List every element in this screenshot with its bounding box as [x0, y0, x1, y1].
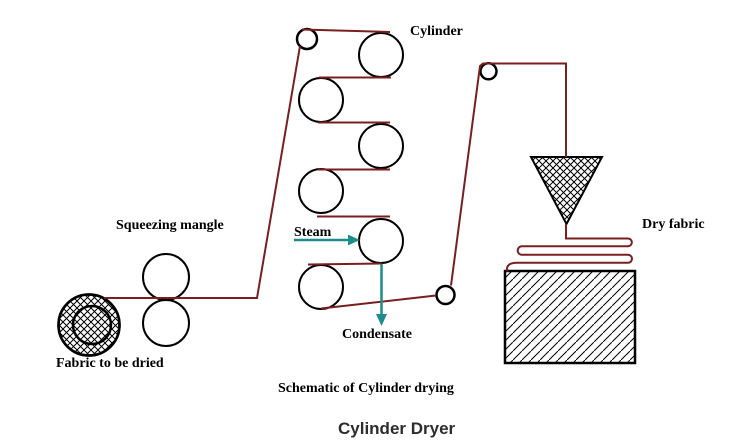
- guide-rollers: [295, 27, 498, 306]
- drying-cylinder-4: [298, 168, 344, 214]
- diagram-caption: Schematic of Cylinder drying: [278, 381, 454, 396]
- guide-roller-top-right: [479, 62, 498, 81]
- page-title: Cylinder Dryer: [338, 419, 456, 438]
- steam-label: Steam: [294, 225, 332, 240]
- condensate-arrowhead-icon: [376, 314, 387, 326]
- thread-to-funnel: [450, 62, 567, 286]
- dry-fabric-stack: [503, 269, 637, 365]
- fabric-roll-core: [71, 304, 113, 346]
- condensate-arrow: [376, 264, 387, 326]
- thread-top-run: [301, 28, 391, 33]
- steam-arrow: [294, 234, 360, 246]
- dry-fabric-label: Dry fabric: [642, 217, 705, 232]
- drying-cylinder-6: [298, 264, 344, 310]
- squeezing-mangle-label: Squeezing mangle: [116, 218, 224, 233]
- thread-to-bottom-roller: [320, 294, 437, 310]
- thread-mangle-to-roller: [104, 45, 301, 299]
- thread-folds: [506, 224, 633, 272]
- steam-arrowhead-icon: [348, 234, 360, 246]
- drying-cylinder-3: [358, 123, 404, 169]
- thread-run-5: [307, 262, 383, 266]
- mangle-roller-top: [142, 253, 190, 301]
- fabric-thread: [104, 28, 633, 310]
- condensate-label: Condensate: [342, 327, 413, 342]
- drying-cylinder-2: [298, 77, 344, 123]
- drying-cylinder-5: [358, 218, 404, 264]
- drying-cylinders: [298, 32, 404, 310]
- cylinder-label: Cylinder: [410, 24, 463, 39]
- fabric-roll: [57, 293, 121, 357]
- fabric-to-be-dried-label: Fabric to be dried: [56, 356, 164, 371]
- mangle-roller-bottom: [142, 299, 190, 347]
- squeezing-mangle: [142, 253, 190, 347]
- guide-roller-bottom: [435, 284, 456, 306]
- drying-cylinder-1: [358, 32, 404, 78]
- plaiting-funnel: [529, 156, 604, 227]
